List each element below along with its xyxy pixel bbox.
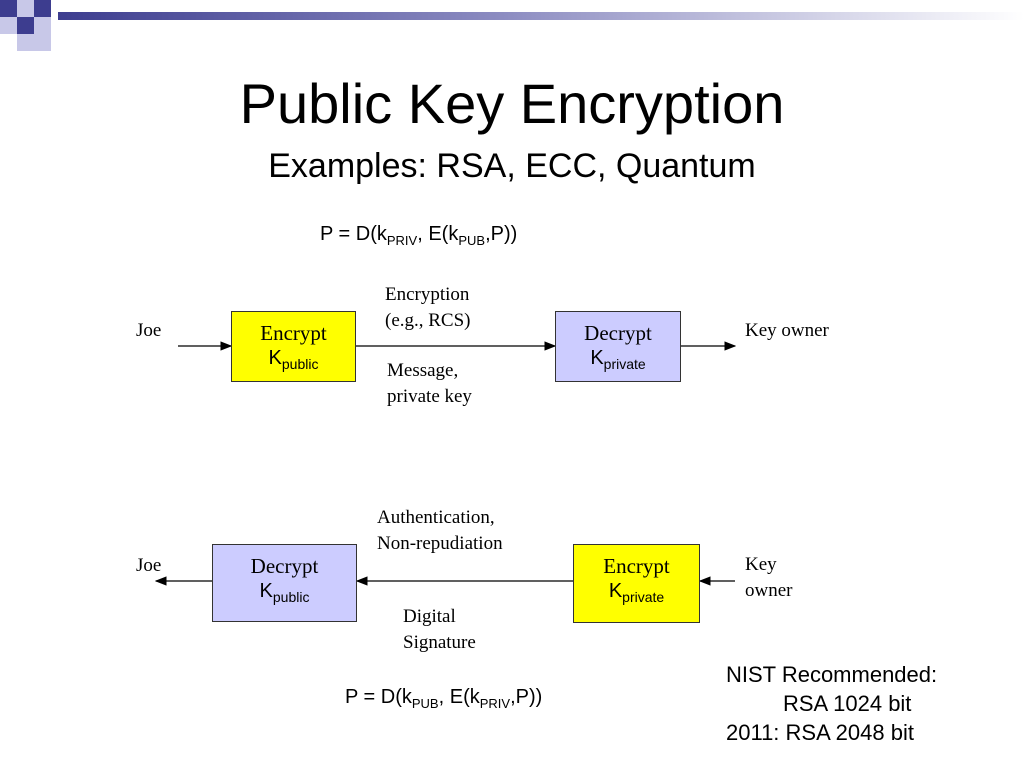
bottom-decrypt-box-key: Kpublic	[259, 580, 310, 605]
slide-subtitle: Examples: RSA, ECC, Quantum	[268, 147, 756, 185]
nist-note: NIST Recommended: RSA 1024 bit 2011: RSA…	[726, 660, 937, 747]
bottom-decrypt-box: Decrypt Kpublic	[212, 544, 357, 622]
formula-top: P = D(kPRIV, E(kPUB,P))	[320, 223, 518, 248]
top-label-above: Encryption (e.g., RCS)	[385, 284, 471, 331]
top-decrypt-box-label: Decrypt	[584, 321, 652, 345]
deco-top-bar	[58, 12, 1024, 20]
top-receiver-label: Key owner	[745, 320, 829, 341]
deco-square	[0, 17, 17, 34]
bottom-label-below: Digital Signature	[403, 606, 476, 653]
top-encrypt-box-key: Kpublic	[268, 347, 319, 372]
formula-bottom: P = D(kPUB, E(kPRIV,P))	[345, 686, 543, 711]
slide-title: Public Key Encryption	[239, 72, 785, 135]
deco-square	[0, 0, 17, 17]
bottom-encrypt-box-key: Kprivate	[608, 580, 665, 605]
deco-square	[34, 0, 51, 17]
deco-square	[17, 17, 34, 34]
deco-square	[17, 34, 34, 51]
bottom-sender-label: Key owner	[745, 554, 793, 601]
top-decrypt-box: Decrypt Kprivate	[555, 311, 681, 382]
bottom-decrypt-box-label: Decrypt	[250, 554, 319, 578]
nist-line-1: NIST Recommended:	[726, 662, 938, 687]
nist-line-3: 2011: RSA 2048 bit	[726, 720, 914, 745]
top-encrypt-box-label: Encrypt	[260, 321, 327, 345]
bottom-encrypt-box: Encrypt Kprivate	[573, 544, 700, 623]
top-decrypt-box-key: Kprivate	[590, 347, 646, 372]
nist-line-2: RSA 1024 bit	[783, 691, 912, 716]
bottom-encrypt-box-label: Encrypt	[603, 554, 670, 578]
top-sender-label: Joe	[136, 320, 162, 341]
deco-square	[34, 17, 51, 34]
deco-square	[17, 0, 34, 17]
bottom-label-above: Authentication, Non-repudiation	[377, 507, 503, 554]
top-encrypt-box: Encrypt Kpublic	[231, 311, 356, 382]
top-label-below: Message, private key	[387, 360, 472, 407]
deco-square	[34, 34, 51, 51]
bottom-receiver-label: Joe	[136, 555, 162, 576]
